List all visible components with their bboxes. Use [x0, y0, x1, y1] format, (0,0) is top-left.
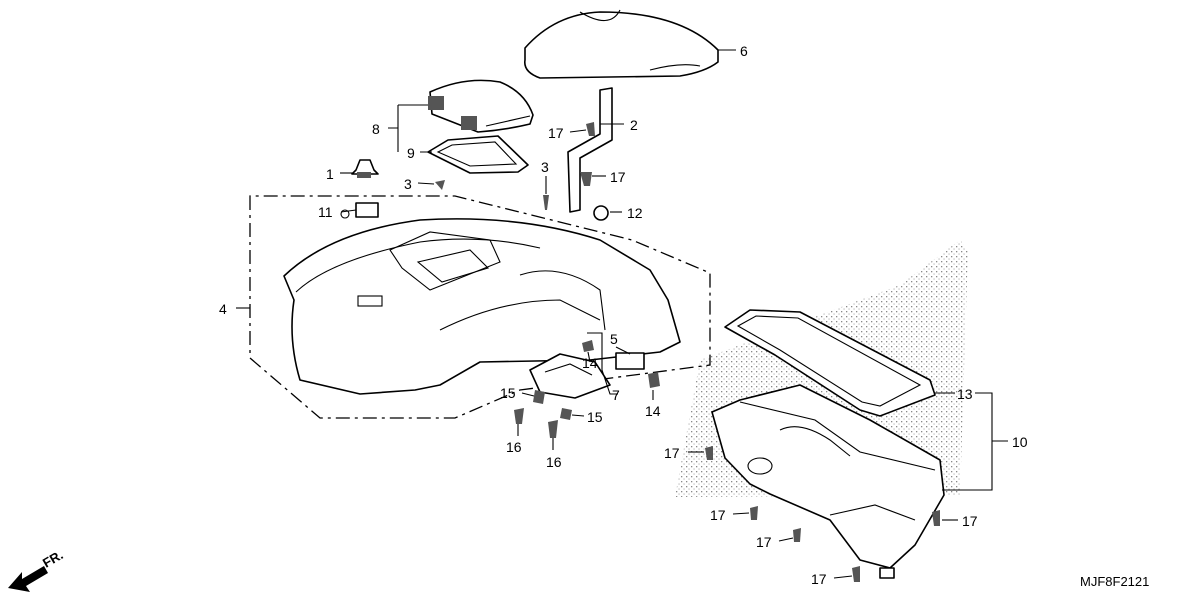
callout-16a: 16: [506, 439, 522, 455]
callout-17f: 17: [811, 571, 827, 587]
callout-1: 1: [326, 166, 334, 182]
part-17-screw-d: [750, 506, 758, 520]
callout-16b: 16: [546, 454, 562, 470]
callout-8: 8: [372, 121, 380, 137]
leader-lines: [236, 49, 1008, 579]
callout-7: 7: [612, 387, 620, 403]
part-3-screw-b: [543, 195, 549, 210]
part-13-grommet: [593, 205, 609, 221]
drawing-code: MJF8F2121: [1080, 574, 1150, 589]
part-17-screw-b: [580, 172, 592, 186]
callout-17e: 17: [756, 534, 772, 550]
part-17-screw-g: [932, 510, 940, 526]
part-17-screw-f: [852, 566, 860, 582]
callout-17a: 17: [548, 125, 564, 141]
part-2-stay: [567, 87, 613, 213]
callout-4: 4: [219, 301, 227, 317]
part-10-storage-box: [711, 384, 945, 579]
front-arrow-icon: [8, 566, 48, 592]
callout-3a: 3: [404, 176, 412, 192]
callout-3b: 3: [541, 159, 549, 175]
part-11-gasket: [724, 309, 936, 417]
callout-17d: 17: [710, 507, 726, 523]
callout-9: 9: [407, 145, 415, 161]
part-17-screw-c: [705, 446, 713, 460]
part-15-screw-b: [560, 408, 572, 420]
callout-6: 6: [740, 43, 748, 59]
callout-14a: 14: [582, 355, 598, 371]
callout-13: 12: [627, 205, 643, 221]
part-14-nut-b: [648, 372, 660, 388]
part-15-screw-a: [533, 390, 545, 404]
callout-2: 2: [630, 117, 638, 133]
part-4-rear-cowl: [283, 218, 681, 395]
part-1-clip: [351, 159, 379, 178]
callout-15b: 15: [587, 409, 603, 425]
part-12-nut: [340, 202, 379, 219]
part-17-screw-e: [793, 528, 801, 542]
callout-11: 13: [957, 386, 973, 402]
callout-14b: 14: [645, 403, 661, 419]
part-6-cover: [523, 9, 719, 79]
callout-labels: 6 2 17 17 12 8 9 1 3 3 11 4 5 14 7 14 15…: [219, 43, 1028, 587]
part-8-lid: [428, 79, 534, 133]
part-5-pad: [615, 352, 645, 370]
part-9-gasket: [427, 135, 529, 174]
callout-10: 10: [1012, 434, 1028, 450]
part-3-screw-a: [435, 180, 445, 190]
callout-5: 5: [610, 331, 618, 347]
callout-17g: 17: [962, 513, 978, 529]
callout-12: 11: [318, 204, 333, 220]
part-14-nut-a: [582, 340, 594, 352]
group-outline-4: [249, 195, 711, 419]
callout-17b: 17: [610, 169, 626, 185]
front-direction-indicator: FR.: [8, 547, 66, 592]
part-17-screw-a: [586, 122, 595, 136]
part-16-screw-a: [514, 408, 524, 424]
callout-17c: 17: [664, 445, 680, 461]
callout-15a: 15: [500, 385, 516, 401]
part-16-screw-b: [548, 420, 558, 438]
